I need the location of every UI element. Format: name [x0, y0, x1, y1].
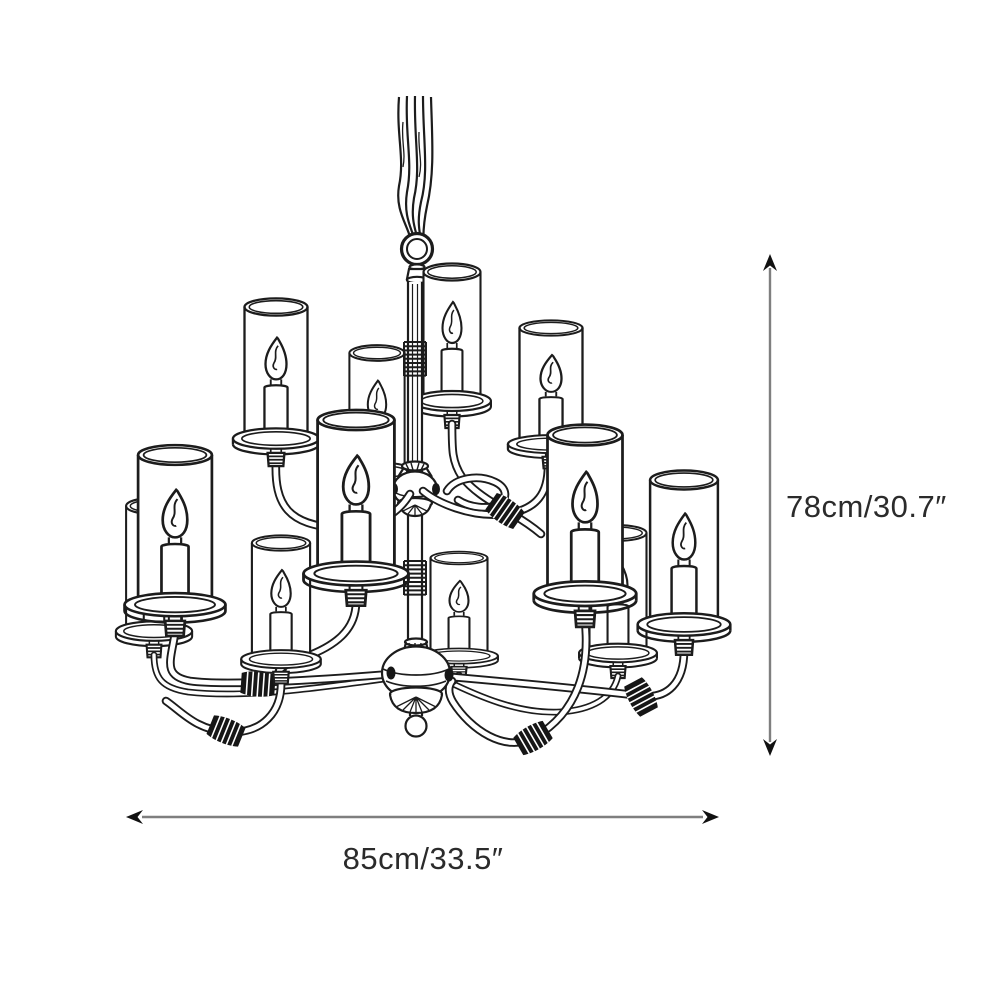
height-dimension-label: 78cm/30.7″: [786, 489, 947, 524]
right-arrowhead-icon: [702, 810, 719, 824]
lower-tier-hub: [380, 637, 454, 738]
lower-tier-arms: [150, 597, 689, 759]
wire-coil: [239, 668, 277, 700]
glass-shade-candle: [302, 408, 410, 608]
wire-coil: [620, 674, 662, 720]
glass-shade-candle: [123, 443, 227, 638]
glass-shade-candle: [636, 469, 732, 656]
upper-tier-arms: [271, 419, 553, 539]
hanging-cord: [397, 95, 434, 245]
chandelier-drawing: [114, 95, 732, 759]
glass-shade-candle: [231, 297, 321, 468]
finial-ball: [404, 714, 428, 738]
glass-shade-candle: [532, 423, 638, 629]
left-arrowhead-icon: [126, 810, 143, 824]
width-dimension-label: 85cm/33.5″: [343, 841, 504, 876]
width-dimension: 85cm/33.5″: [126, 810, 719, 876]
down-arrowhead-icon: [763, 739, 777, 756]
glass-shade-candle: [240, 534, 322, 685]
height-dimension: 78cm/30.7″: [763, 254, 947, 756]
up-arrowhead-icon: [763, 254, 777, 271]
wire-coil: [204, 711, 248, 751]
